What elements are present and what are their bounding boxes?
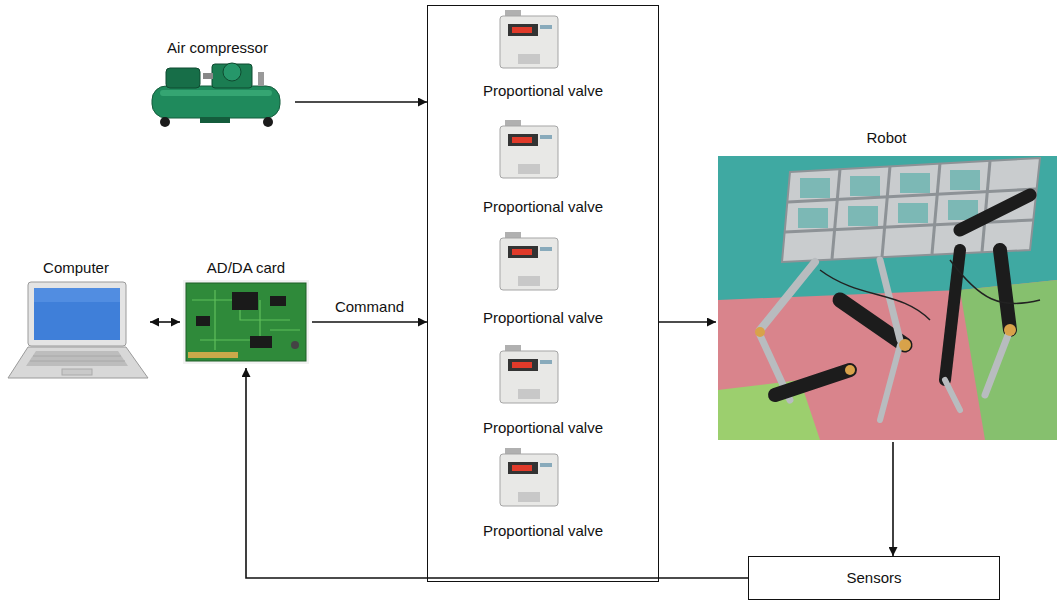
device-box: Air compressor [140, 36, 295, 130]
node-label: AD/DA card [207, 259, 285, 277]
process-box: Sensors [748, 556, 1000, 600]
robot-photo [718, 156, 1057, 440]
circuit-board-picture [183, 280, 309, 364]
device-box: AD/DA card [180, 256, 312, 368]
valve-box: Proportional valve [448, 11, 638, 103]
valve-box: Proportional valve [448, 238, 638, 330]
node-label: Proportional valve [483, 309, 603, 327]
device-box: Computer [2, 256, 150, 382]
valve-group-box: Proportional valveProportional valveProp… [427, 5, 659, 582]
node-label: Proportional valve [483, 522, 603, 540]
node-label: Robot [866, 129, 906, 147]
arrow-connector [892, 442, 894, 556]
arrow-connector [659, 321, 716, 323]
arrow-connector [295, 101, 427, 103]
valve-box: Proportional valve [448, 127, 638, 219]
node-label: Computer [43, 259, 109, 277]
air-compressor-picture [152, 63, 280, 127]
valve-box: Proportional valve [448, 451, 638, 543]
laptop-picture [8, 282, 148, 378]
edge-label: Command [333, 298, 406, 316]
node-label: Air compressor [167, 39, 268, 57]
node-label: Proportional valve [483, 419, 603, 437]
robot-box: Robot [716, 126, 1057, 442]
valve-box: Proportional valve [448, 348, 638, 440]
arrow-connector [150, 321, 180, 323]
node-label: Sensors [846, 569, 901, 587]
node-label: Proportional valve [483, 82, 603, 100]
node-label: Proportional valve [483, 198, 603, 216]
arrow-connector [312, 321, 427, 323]
arrow-connector [246, 368, 748, 578]
